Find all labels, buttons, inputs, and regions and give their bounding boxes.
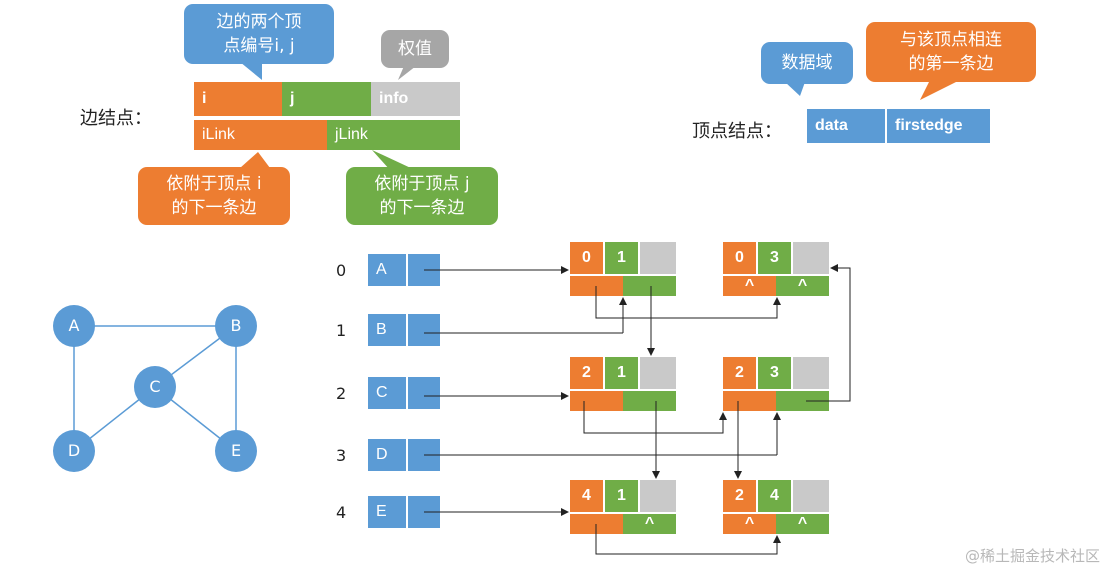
callout-ilink: 依附于顶点 i 的下一条边 [138, 167, 290, 225]
edge-24-ilink: ^ [723, 514, 776, 534]
edge-01-jlink [623, 276, 676, 296]
edge-field-ilink: iLink [194, 120, 327, 150]
vertex-data-c: C [368, 377, 406, 409]
edge-23-i: 2 [723, 357, 756, 389]
vertex-data-e: E [368, 496, 406, 528]
edge-node-label: 边结点： [80, 108, 152, 129]
edge-24-i: 2 [723, 480, 756, 512]
edge-41-i: 4 [570, 480, 603, 512]
edge-21-i: 2 [570, 357, 603, 389]
vertex-data-a: A [368, 254, 406, 286]
graph-node-c-label: C [149, 377, 161, 396]
callout-data: 数据域 [761, 42, 853, 84]
edge-23-jlink [776, 391, 829, 411]
vertex-index-4: 4 [336, 503, 347, 522]
edge-03-ilink: ^ [723, 276, 776, 296]
graph-node-e-label: E [230, 441, 242, 460]
graph-node-a-label: A [68, 316, 80, 335]
vertex-firstedge-b [408, 314, 440, 346]
edge-21-info [640, 357, 676, 389]
graph-node-d [53, 430, 95, 472]
edge-03-j: 3 [758, 242, 791, 274]
edge-21-jlink [623, 391, 676, 411]
vertex-index-1: 1 [336, 321, 347, 340]
vertex-index-0: 0 [336, 261, 347, 280]
edge-field-jlink: jLink [327, 120, 460, 150]
graph-node-e [215, 430, 257, 472]
vertex-data-d: D [368, 439, 406, 471]
vertex-field-firstedge: firstedge [887, 109, 990, 143]
edge-03-info [793, 242, 829, 274]
callout-ij: 边的两个顶 点编号i, j [184, 4, 334, 64]
callout-weight: 权值 [381, 30, 449, 68]
edge-41-jlink: ^ [623, 514, 676, 534]
edge-field-j: j [282, 82, 371, 116]
edge-01-info [640, 242, 676, 274]
edge-21-ilink [570, 391, 623, 411]
graph-node-c [134, 366, 176, 408]
graph-node-b-label: B [230, 316, 242, 335]
graph-node-d-label: D [67, 441, 81, 460]
edge-41-j: 1 [605, 480, 638, 512]
edge-01-i: 0 [570, 242, 603, 274]
graph-node-a [53, 305, 95, 347]
edge-field-i: i [194, 82, 282, 116]
vertex-index-3: 3 [336, 446, 347, 465]
edge-01-j: 1 [605, 242, 638, 274]
edge-03-i: 0 [723, 242, 756, 274]
edge-24-jlink: ^ [776, 514, 829, 534]
edge-24-info [793, 480, 829, 512]
edge-field-info: info [371, 82, 460, 116]
edge-03-jlink: ^ [776, 276, 829, 296]
callout-jlink: 依附于顶点 j 的下一条边 [346, 167, 498, 225]
callout-firstedge: 与该顶点相连 的第一条边 [866, 22, 1036, 82]
vertex-data-b: B [368, 314, 406, 346]
edge-24-j: 4 [758, 480, 791, 512]
edge-21-j: 1 [605, 357, 638, 389]
vertex-node-label: 顶点结点： [692, 121, 782, 142]
graph-node-b [215, 305, 257, 347]
edge-23-ilink [723, 391, 776, 411]
edge-23-j: 3 [758, 357, 791, 389]
watermark: @稀土掘金技术社区 [964, 547, 1100, 565]
edge-41-info [640, 480, 676, 512]
vertex-firstedge-c [408, 377, 440, 409]
edge-23-info [793, 357, 829, 389]
vertex-index-2: 2 [336, 384, 347, 403]
vertex-field-data: data [807, 109, 885, 143]
